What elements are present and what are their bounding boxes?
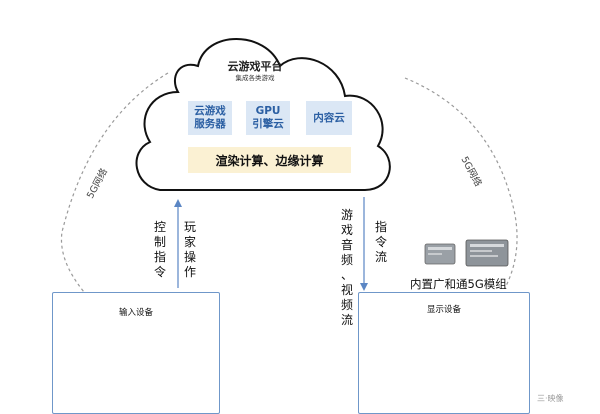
display-devices-title: 显示设备	[359, 303, 529, 315]
box-line: 引擎云	[252, 118, 284, 131]
player-operation-label: 玩 家 操 作	[183, 220, 197, 280]
char: 家	[183, 235, 197, 250]
char: 作	[183, 265, 197, 280]
control-command-label: 控 制 指 令	[153, 220, 167, 280]
down-arrow-head	[360, 283, 368, 291]
5g-module-chip-2	[466, 240, 508, 266]
box-line: 内容云	[313, 112, 345, 125]
box-line: 云游戏	[194, 105, 226, 118]
char: 频	[340, 298, 354, 313]
char: 操	[183, 250, 197, 265]
char: 视	[340, 283, 354, 298]
char: 、	[340, 268, 354, 283]
input-devices-title: 输入设备	[53, 306, 219, 318]
char: 音	[340, 238, 354, 253]
char: 流	[340, 313, 354, 328]
box-line: GPU	[252, 105, 284, 118]
box-line: 服务器	[194, 118, 226, 131]
5g-module-label: 内置广和通5G模组	[410, 276, 507, 292]
gpu-engine-cloud-box: GPU 引擎云	[246, 101, 290, 135]
up-arrow-head	[174, 199, 182, 207]
char: 指	[153, 250, 167, 265]
char: 控	[153, 220, 167, 235]
char: 玩	[183, 220, 197, 235]
game-av-stream-label: 游 戏 音 频 、 视 频 流	[340, 208, 354, 328]
char: 制	[153, 235, 167, 250]
char: 游	[340, 208, 354, 223]
input-devices-panel: 输入设备	[52, 292, 220, 414]
command-stream-label: 指 令 流	[374, 220, 388, 265]
cloud-platform-subtitle: 集成各类游戏	[205, 72, 305, 82]
char: 戏	[340, 223, 354, 238]
char: 流	[374, 250, 388, 265]
watermark: 三·映像	[537, 393, 564, 404]
content-cloud-box: 内容云	[306, 101, 352, 135]
render-compute-bar: 渲染计算、边缘计算	[188, 147, 351, 173]
char: 频	[340, 253, 354, 268]
cloud-game-server-box: 云游戏 服务器	[188, 101, 232, 135]
char: 令	[374, 235, 388, 250]
5g-module-chip-1	[425, 244, 455, 264]
char: 令	[153, 265, 167, 280]
display-devices-panel: 显示设备	[358, 292, 530, 414]
char: 指	[374, 220, 388, 235]
